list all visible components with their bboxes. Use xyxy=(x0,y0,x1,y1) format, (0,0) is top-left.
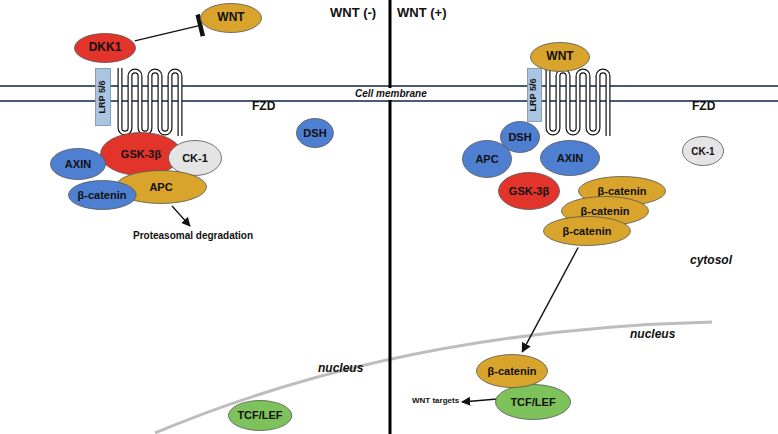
protein-ellipse: AXIN xyxy=(50,148,106,180)
fzd-receptor xyxy=(548,68,608,136)
node-text: β-catenin xyxy=(563,225,612,237)
node-text: TCF/LEF xyxy=(510,396,555,408)
shape-outline xyxy=(96,69,111,126)
node-text: APC xyxy=(149,181,172,193)
shape-outline xyxy=(499,173,560,210)
node-text: β-catenin xyxy=(78,189,127,201)
node-text: DSH xyxy=(303,127,326,139)
divider-line xyxy=(389,0,392,434)
ligand-ellipse: WNT xyxy=(200,3,262,33)
coreceptor-bar: LRP 5/6 xyxy=(527,68,542,122)
shape-outline xyxy=(531,43,590,72)
shape-outline xyxy=(544,217,631,246)
node-text: β-catenin xyxy=(488,365,537,377)
shape-outline xyxy=(683,137,724,166)
protein-ellipse: APC xyxy=(462,140,512,178)
fzd-receptor xyxy=(120,68,180,136)
receptor-fill xyxy=(120,68,180,136)
text-label: WNT (-) xyxy=(330,6,376,21)
degradation-arrow xyxy=(172,206,190,226)
shape-outline xyxy=(477,355,548,388)
text-label: cytosol xyxy=(690,254,732,268)
inhibition-connector xyxy=(135,25,201,41)
protein-ellipse: DSH xyxy=(296,118,334,148)
text-label: Cell membrane xyxy=(352,88,430,100)
shape-outline xyxy=(228,401,291,431)
node-text: β-catenin xyxy=(581,205,630,217)
node-text: WNT xyxy=(217,11,244,24)
node-text: TCF/LEF xyxy=(237,409,282,421)
text-label: FZD xyxy=(252,100,275,114)
protein-ellipse: CK-1 xyxy=(682,136,724,166)
node-text: APC xyxy=(475,153,498,165)
coreceptor-bar: LRP 5/6 xyxy=(95,68,111,126)
node-text: AXIN xyxy=(557,152,583,164)
text-label: FZD xyxy=(692,100,715,114)
transcription-factor-ellipse: TCF/LEF xyxy=(228,400,292,431)
text-label: WNT targets xyxy=(412,396,459,405)
text-label: nucleus xyxy=(318,362,363,376)
node-text: DKK1 xyxy=(89,41,122,54)
node-text: β-catenin xyxy=(598,185,647,197)
transcription-factor-ellipse: TCF/LEF xyxy=(495,384,571,420)
protein-ellipse: CK-1 xyxy=(168,140,222,176)
receptor-outline xyxy=(120,68,180,136)
shape-outline xyxy=(297,119,334,148)
ligand-ellipse: WNT xyxy=(530,42,590,72)
text-label: nucleus xyxy=(630,328,675,342)
receptor-outline xyxy=(548,68,608,136)
shape-outline xyxy=(75,34,136,63)
node-text: GSK-3β xyxy=(121,148,161,160)
shape-outline xyxy=(68,181,136,210)
protein-ellipse: β-catenin xyxy=(68,180,137,210)
beta-catenin-ellipse: β-catenin xyxy=(543,216,631,246)
target-arrow xyxy=(462,399,497,402)
beta-catenin-ellipse: β-catenin xyxy=(476,354,548,388)
shape-outline xyxy=(51,149,106,180)
shape-outline xyxy=(496,385,571,420)
text-label: WNT (+) xyxy=(397,6,446,21)
inhibitor-ellipse: DKK1 xyxy=(74,33,136,63)
shape-outline xyxy=(201,4,262,33)
receptor-fill xyxy=(548,68,608,136)
nuclear-envelope xyxy=(155,322,712,433)
node-text: WNT xyxy=(546,50,573,63)
shape-outline xyxy=(463,141,512,178)
shape-outline xyxy=(528,69,542,122)
node-text: LRP 5/6 xyxy=(530,79,540,112)
node-text: LRP 5/6 xyxy=(98,81,108,114)
shape-outline xyxy=(169,141,222,176)
node-text: GSK-3β xyxy=(509,185,549,197)
protein-ellipse: AXIN xyxy=(540,140,600,176)
node-text: DSH xyxy=(508,131,531,143)
node-text: CK-1 xyxy=(691,146,714,157)
translocation-arrow xyxy=(522,248,578,352)
shape-outline xyxy=(541,141,600,176)
node-text: CK-1 xyxy=(182,152,208,164)
protein-ellipse: GSK-3β xyxy=(498,172,560,210)
text-label: Proteasomal degradation xyxy=(133,230,253,242)
node-text: AXIN xyxy=(65,158,91,170)
